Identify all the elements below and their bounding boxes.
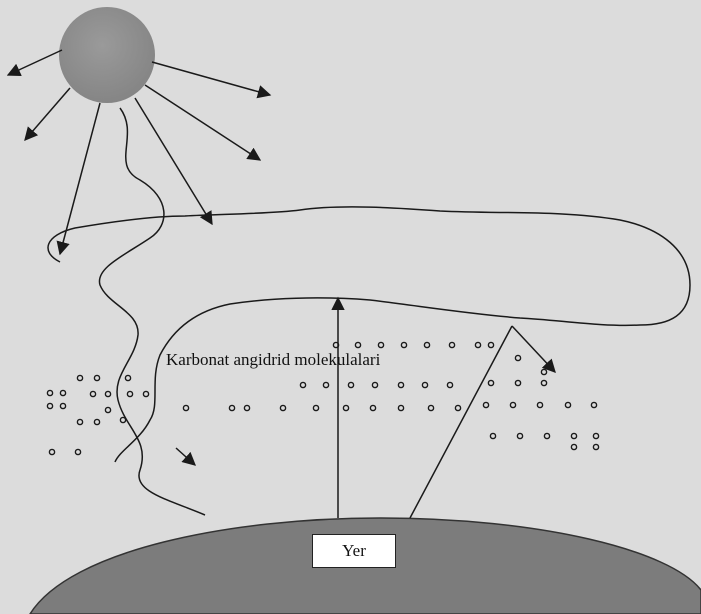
reflected-arrow-small bbox=[176, 448, 195, 465]
co2-molecule-dot bbox=[510, 402, 515, 407]
co2-molecule-dot bbox=[593, 444, 598, 449]
co2-molecule-dot bbox=[94, 419, 99, 424]
co2-molecule-dot bbox=[75, 449, 80, 454]
co2-molecule-dot bbox=[229, 405, 234, 410]
co2-molecule-dot bbox=[378, 342, 383, 347]
co2-molecule-dot bbox=[541, 369, 546, 374]
wavy-ray bbox=[99, 108, 205, 515]
atmosphere-outline bbox=[48, 207, 690, 462]
co2-molecule-dot bbox=[571, 433, 576, 438]
co2-molecule-dot bbox=[120, 417, 125, 422]
co2-molecule-dot bbox=[541, 380, 546, 385]
co2-molecule-dot bbox=[105, 391, 110, 396]
co2-molecule-dot bbox=[300, 382, 305, 387]
co2-molecule-dot bbox=[244, 405, 249, 410]
co2-molecule-dot bbox=[544, 433, 549, 438]
co2-molecule-dot bbox=[60, 403, 65, 408]
co2-molecule-dot bbox=[571, 444, 576, 449]
co2-molecule-dot bbox=[280, 405, 285, 410]
co2-molecule-dot bbox=[398, 382, 403, 387]
slanted-heat-line bbox=[410, 326, 512, 518]
co2-molecule-dot bbox=[401, 342, 406, 347]
co2-molecule-dot bbox=[591, 402, 596, 407]
co2-molecule-dot bbox=[105, 407, 110, 412]
co2-molecule-dot bbox=[94, 375, 99, 380]
co2-molecule-dot bbox=[313, 405, 318, 410]
co2-molecule-dot bbox=[537, 402, 542, 407]
co2-molecule-dot bbox=[343, 405, 348, 410]
co2-molecule-dot bbox=[455, 405, 460, 410]
co2-molecule-dot bbox=[449, 342, 454, 347]
co2-molecule-dot bbox=[60, 390, 65, 395]
co2-molecule-dot bbox=[77, 375, 82, 380]
co2-molecule-dot bbox=[483, 402, 488, 407]
co2-molecule-dot bbox=[77, 419, 82, 424]
co2-molecule-dot bbox=[515, 355, 520, 360]
co2-molecule-dot bbox=[488, 380, 493, 385]
co2-molecule-dot bbox=[475, 342, 480, 347]
co2-molecule-dot bbox=[348, 382, 353, 387]
co2-molecule-dot bbox=[424, 342, 429, 347]
co2-molecule-dot bbox=[323, 382, 328, 387]
co2-molecule-dot bbox=[488, 342, 493, 347]
co2-molecule-dot bbox=[515, 380, 520, 385]
co2-caption: Karbonat angidrid molekulalari bbox=[166, 350, 380, 370]
co2-molecule-dot bbox=[593, 433, 598, 438]
co2-molecule-dot bbox=[125, 375, 130, 380]
co2-molecule-dot bbox=[183, 405, 188, 410]
co2-molecule-dot bbox=[47, 390, 52, 395]
co2-molecule-dot bbox=[355, 342, 360, 347]
co2-molecule-dot bbox=[565, 402, 570, 407]
co2-molecule-dot bbox=[490, 433, 495, 438]
deflected-arrow bbox=[512, 326, 555, 372]
co2-molecule-dot bbox=[127, 391, 132, 396]
co2-molecule-dot bbox=[372, 382, 377, 387]
co2-molecule-dot bbox=[49, 449, 54, 454]
co2-molecule-dot bbox=[398, 405, 403, 410]
co2-molecule-dot bbox=[517, 433, 522, 438]
co2-molecule-dot bbox=[422, 382, 427, 387]
co2-molecule-dot bbox=[370, 405, 375, 410]
co2-molecule-dot bbox=[143, 391, 148, 396]
sun bbox=[59, 7, 155, 103]
co2-molecule-dot bbox=[447, 382, 452, 387]
co2-molecule-dot bbox=[90, 391, 95, 396]
ground-label: Yer bbox=[312, 534, 396, 568]
co2-molecule-dot bbox=[47, 403, 52, 408]
co2-molecule-dot bbox=[428, 405, 433, 410]
